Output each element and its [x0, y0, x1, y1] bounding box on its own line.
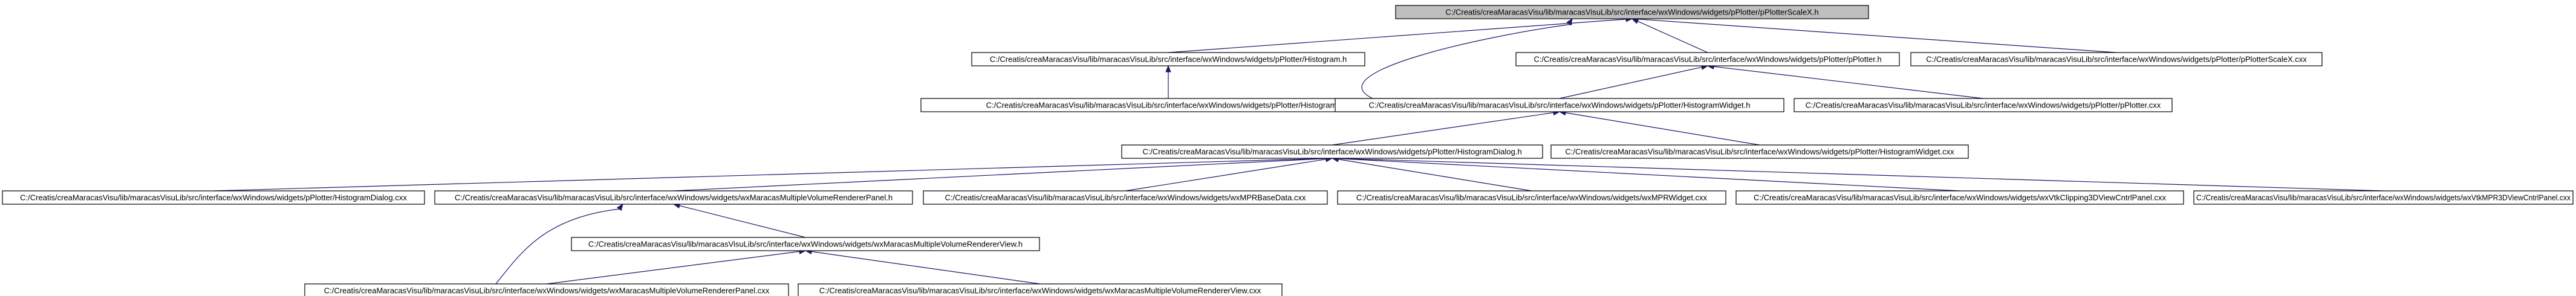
edge-wxmaracasmultiplevolumerendererpanel-h-to-wxmaracasmultiplevolumerendererpanel-cxx — [495, 203, 623, 285]
node-label[interactable]: C:/Creatis/creaMaracasVisu/lib/maracasVi… — [20, 193, 407, 202]
node-pplotterscalex-h[interactable]: C:/Creatis/creaMaracasVisu/lib/maracasVi… — [1395, 5, 1869, 19]
node-label[interactable]: C:/Creatis/creaMaracasVisu/lib/maracasVi… — [1534, 54, 1881, 63]
node-label[interactable]: C:/Creatis/creaMaracasVisu/lib/maracasVi… — [986, 100, 1351, 109]
node-label[interactable]: C:/Creatis/creaMaracasVisu/lib/maracasVi… — [324, 286, 770, 295]
edge-histogramwidget-h-to-histogramwidget-cxx — [1558, 110, 1760, 146]
node-wxmaracasmultiplevolumerendererpanel-cxx[interactable]: C:/Creatis/creaMaracasVisu/lib/maracasVi… — [304, 283, 789, 296]
node-label[interactable]: C:/Creatis/creaMaracasVisu/lib/maracasVi… — [945, 193, 1306, 202]
node-label[interactable]: C:/Creatis/creaMaracasVisu/lib/maracasVi… — [990, 54, 1347, 63]
node-histogramwidget-cxx[interactable]: C:/Creatis/creaMaracasVisu/lib/maracasVi… — [1550, 144, 1969, 159]
node-label[interactable]: C:/Creatis/creaMaracasVisu/lib/maracasVi… — [1565, 147, 1954, 156]
node-wxmaracasmultiplevolumerendererview-h[interactable]: C:/Creatis/creaMaracasVisu/lib/maracasVi… — [571, 237, 1040, 251]
edge-histogramdialog-h-to-wxmprbasedata-cxx — [1125, 156, 1333, 191]
node-label[interactable]: C:/Creatis/creaMaracasVisu/lib/maracasVi… — [819, 286, 1261, 295]
node-wxmprwidget-cxx[interactable]: C:/Creatis/creaMaracasVisu/lib/maracasVi… — [1337, 190, 1726, 205]
node-histogram-h[interactable]: C:/Creatis/creaMaracasVisu/lib/maracasVi… — [971, 52, 1365, 66]
node-box[interactable] — [1337, 190, 1726, 205]
node-label[interactable]: C:/Creatis/creaMaracasVisu/lib/maracasVi… — [1754, 193, 2167, 202]
node-box[interactable] — [923, 190, 1328, 205]
edge-histogram-h-to-histogram-cxx — [1165, 65, 1171, 98]
node-box[interactable] — [798, 283, 1283, 296]
edge-pplotterscalex-h-to-pplotterscalex-cxx — [1631, 16, 2117, 53]
node-box[interactable] — [1395, 5, 1869, 19]
edge-wxmaracasmultiplevolumerendererview-h-to-wxmaracasmultiplevolumerendererpanel-cxx — [546, 248, 807, 285]
node-box[interactable] — [1794, 98, 2173, 112]
node-label[interactable]: C:/Creatis/creaMaracasVisu/lib/maracasVi… — [1445, 7, 1818, 16]
nodes-layer: C:/Creatis/creaMaracasVisu/lib/maracasVi… — [2, 5, 2574, 296]
node-pplotter-cxx[interactable]: C:/Creatis/creaMaracasVisu/lib/maracasVi… — [1794, 98, 2173, 112]
node-box[interactable] — [571, 237, 1040, 251]
edge-pplotterscalex-h-to-histogramwidget-h — [1361, 18, 1573, 99]
node-box[interactable] — [2, 190, 425, 205]
edge-wxmaracasmultiplevolumerendererpanel-h-to-wxmaracasmultiplevolumerendererview-h — [672, 202, 806, 238]
node-wxvtkclipping3dviewcntrlpanel-cxx[interactable]: C:/Creatis/creaMaracasVisu/lib/maracasVi… — [1735, 190, 2184, 205]
node-box[interactable] — [1121, 144, 1543, 159]
node-label[interactable]: C:/Creatis/creaMaracasVisu/lib/maracasVi… — [1142, 147, 1521, 156]
edge-histogramdialog-h-to-wxmprwidget-cxx — [1331, 156, 1532, 191]
node-pplotter-h[interactable]: C:/Creatis/creaMaracasVisu/lib/maracasVi… — [1515, 52, 1900, 66]
node-label[interactable]: C:/Creatis/creaMaracasVisu/lib/maracasVi… — [1369, 100, 1751, 109]
node-wxmaracasmultiplevolumerendererpanel-h[interactable]: C:/Creatis/creaMaracasVisu/lib/maracasVi… — [434, 190, 913, 205]
node-box[interactable] — [2193, 190, 2574, 205]
edge-pplotterscalex-h-to-pplotter-h — [1631, 18, 1708, 53]
node-wxmaracasmultiplevolumerendererview-cxx[interactable]: C:/Creatis/creaMaracasVisu/lib/maracasVi… — [798, 283, 1283, 296]
node-box[interactable] — [434, 190, 913, 205]
node-box[interactable] — [1550, 144, 1969, 159]
edge-pplotter-h-to-pplotter-cxx — [1706, 63, 1983, 99]
node-box[interactable] — [1515, 52, 1900, 66]
node-wxvtkmpr3dviewcntrlpanel-cxx[interactable]: C:/Creatis/creaMaracasVisu/lib/maracasVi… — [2193, 190, 2574, 205]
node-histogramwidget-h[interactable]: C:/Creatis/creaMaracasVisu/lib/maracasVi… — [1335, 98, 1784, 112]
node-histogramdialog-h[interactable]: C:/Creatis/creaMaracasVisu/lib/maracasVi… — [1121, 144, 1543, 159]
node-box[interactable] — [971, 52, 1365, 66]
node-label[interactable]: C:/Creatis/creaMaracasVisu/lib/maracasVi… — [455, 193, 893, 202]
node-label[interactable]: C:/Creatis/creaMaracasVisu/lib/maracasVi… — [1926, 54, 2307, 63]
node-histogram-cxx[interactable]: C:/Creatis/creaMaracasVisu/lib/maracasVi… — [920, 98, 1416, 112]
edge-histogramwidget-h-to-histogramdialog-h — [1332, 109, 1561, 146]
node-box[interactable] — [304, 283, 789, 296]
edge-pplotter-h-to-histogramwidget-h — [1559, 64, 1709, 99]
node-label[interactable]: C:/Creatis/creaMaracasVisu/lib/maracasVi… — [2196, 193, 2571, 202]
node-label[interactable]: C:/Creatis/creaMaracasVisu/lib/maracasVi… — [588, 239, 1023, 248]
node-box[interactable] — [1910, 52, 2323, 66]
node-box[interactable] — [1335, 98, 1784, 112]
node-label[interactable]: C:/Creatis/creaMaracasVisu/lib/maracasVi… — [1356, 193, 1708, 202]
edges-layer — [213, 16, 2384, 285]
node-pplotterscalex-cxx[interactable]: C:/Creatis/creaMaracasVisu/lib/maracasVi… — [1910, 52, 2323, 66]
edge-wxmaracasmultiplevolumerendererview-h-to-wxmaracasmultiplevolumerendererview-cxx — [804, 248, 1041, 285]
node-histogramdialog-cxx[interactable]: C:/Creatis/creaMaracasVisu/lib/maracasVi… — [2, 190, 425, 205]
edge-pplotterscalex-h-to-histogram-h — [1168, 16, 1633, 53]
node-label[interactable]: C:/Creatis/creaMaracasVisu/lib/maracasVi… — [1806, 100, 2161, 109]
node-box[interactable] — [1735, 190, 2184, 205]
node-wxmprbasedata-cxx[interactable]: C:/Creatis/creaMaracasVisu/lib/maracasVi… — [923, 190, 1328, 205]
